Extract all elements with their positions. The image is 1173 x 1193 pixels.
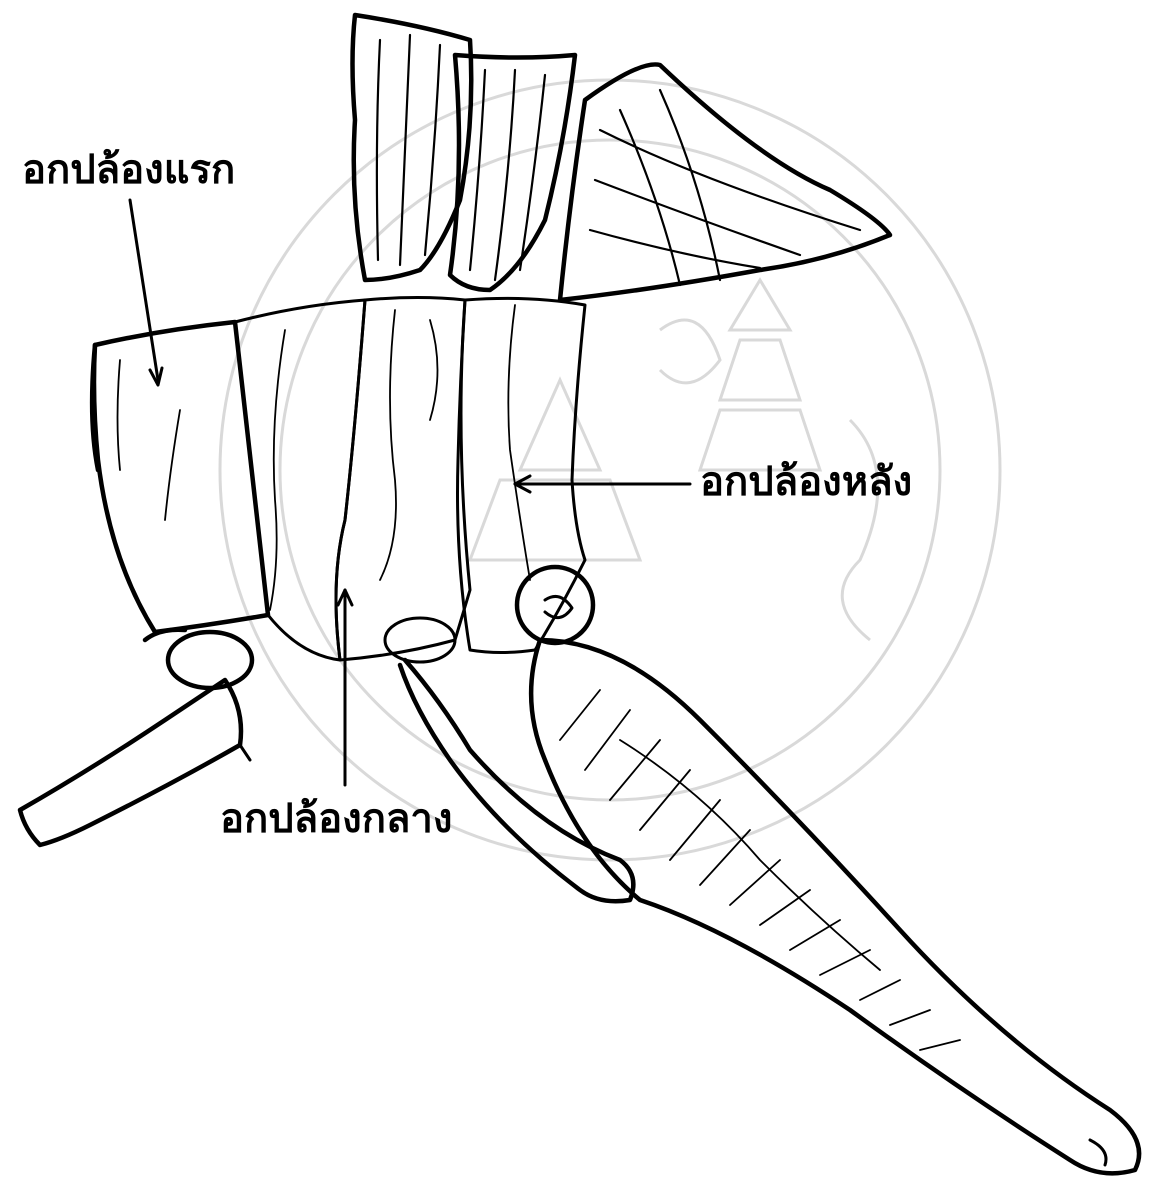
prothorax-leader-line (130, 200, 158, 380)
hind-leg (531, 640, 1139, 1173)
middle-leg (400, 660, 633, 901)
wings (353, 15, 891, 300)
front-leg (20, 680, 250, 845)
annotation-leaders (130, 200, 690, 785)
prothorax-label: อกปล้องแรก (22, 146, 235, 194)
leg-joints (145, 567, 593, 688)
mesothorax-label: อกปล้องกลาง (220, 795, 452, 843)
metathorax-label: อกปล้องหลัง (700, 458, 912, 506)
